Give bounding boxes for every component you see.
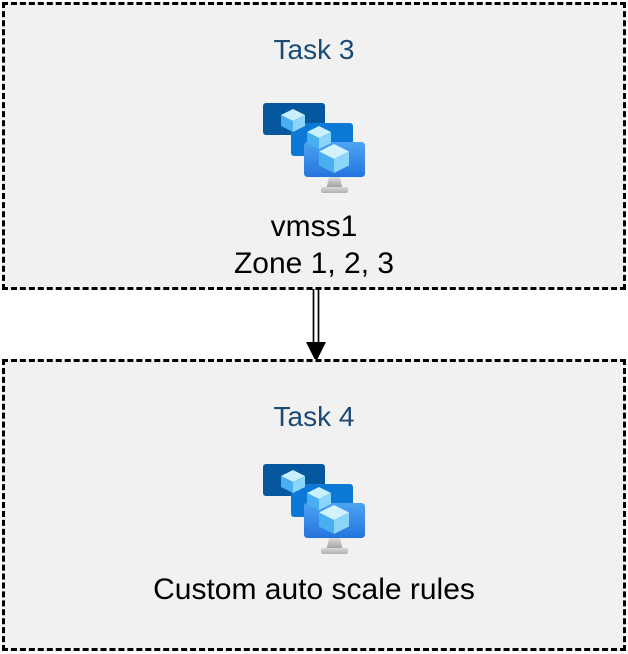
task3-card: Task 3 vmss1 Zone 1, 2, 3 bbox=[2, 2, 626, 290]
autoscale-rules-label: Custom auto scale rules bbox=[153, 573, 475, 606]
zones-label: Zone 1, 2, 3 bbox=[233, 247, 395, 280]
task3-title: Task 3 bbox=[273, 34, 355, 65]
vm-scale-sets-icon bbox=[263, 101, 365, 195]
task4-card: Task 4 Custom auto scale rules bbox=[2, 359, 626, 651]
task3-to-task4-arrow bbox=[306, 289, 326, 362]
arrowhead-icon bbox=[306, 342, 326, 362]
task4-title: Task 4 bbox=[273, 401, 355, 432]
vmss-name-label: vmss1 bbox=[270, 210, 358, 243]
task4-caption: Custom auto scale rules bbox=[153, 571, 475, 608]
task3-caption: vmss1 Zone 1, 2, 3 bbox=[234, 208, 394, 282]
vm-scale-sets-icon bbox=[263, 462, 365, 556]
